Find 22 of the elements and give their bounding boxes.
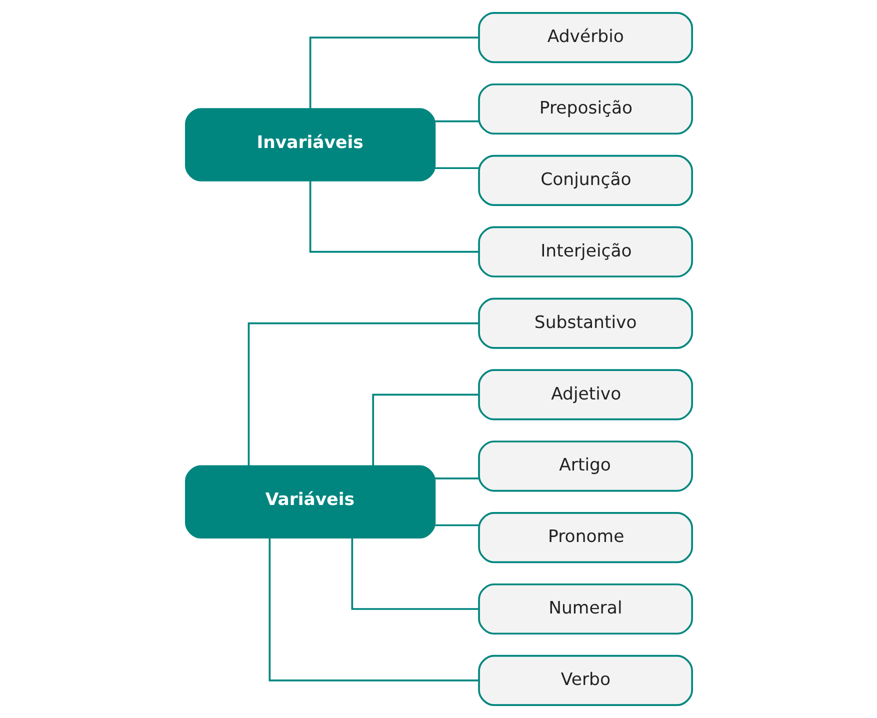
- connector: [247, 322, 478, 466]
- connector: [434, 120, 478, 122]
- node-box: Advérbio: [478, 12, 692, 64]
- node-box: Interjeição: [478, 226, 692, 278]
- node-box: Invariáveis: [184, 108, 436, 182]
- node-box: Conjunção: [478, 154, 692, 206]
- connector: [434, 478, 478, 480]
- node-box: Variáveis: [184, 465, 436, 538]
- node-box: Adjetivo: [478, 369, 692, 420]
- connector: [350, 538, 478, 610]
- node-box: Artigo: [478, 440, 692, 492]
- connector: [434, 167, 478, 170]
- connector: [308, 36, 478, 108]
- connector: [372, 394, 479, 466]
- node-box: Preposição: [478, 83, 692, 135]
- node-box: Numeral: [478, 583, 692, 635]
- node-box: Pronome: [478, 512, 692, 564]
- connector: [434, 524, 478, 526]
- connector: [308, 180, 478, 253]
- connector: [268, 538, 478, 682]
- node-box: Verbo: [478, 654, 692, 706]
- node-box: Substantivo: [478, 298, 692, 349]
